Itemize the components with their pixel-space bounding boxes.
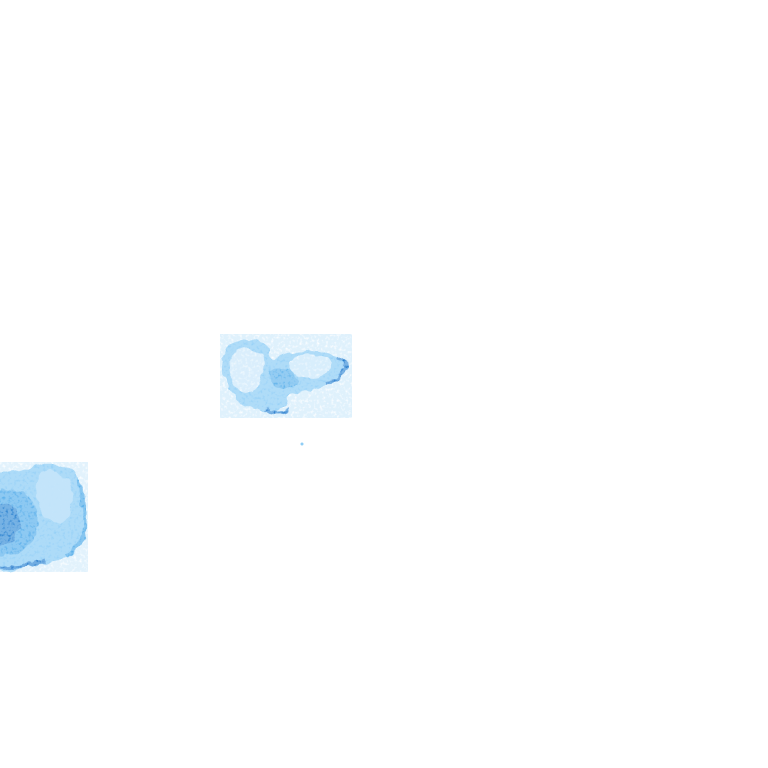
speckle-texture-southwest <box>0 462 88 572</box>
stray-echo <box>300 442 304 446</box>
speckle-texture-central <box>220 334 352 418</box>
